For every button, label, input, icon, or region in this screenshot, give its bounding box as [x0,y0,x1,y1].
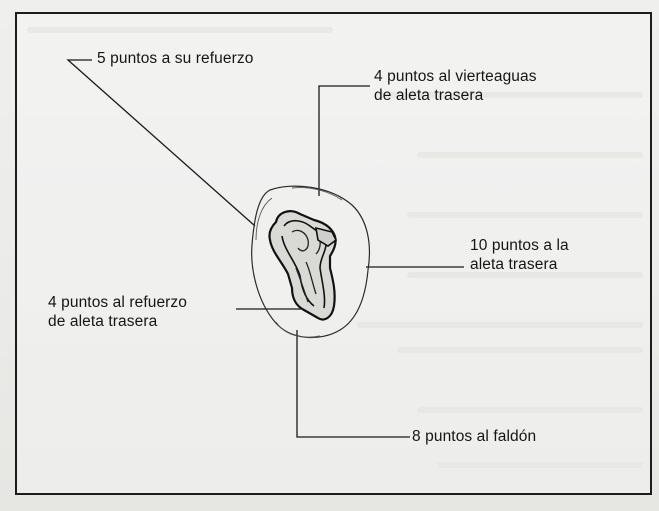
figure-frame [15,12,652,495]
part-cutout-outline [251,185,371,339]
callout-vierteaguas: 4 puntos al vierteaguas de aleta trasera [374,67,537,105]
callout-faldon-line1: 8 puntos al faldón [412,428,537,445]
callout-vierteaguas-line1: 4 puntos al vierteaguas [374,68,537,85]
callout-faldon: 8 puntos al faldón [412,427,536,446]
leader-refuerzo [66,59,256,227]
callout-vierteaguas-line2: de aleta trasera [374,87,484,104]
leader-faldon [296,330,410,438]
welded-part-tab [315,226,338,247]
callout-refuerzo-line1: 5 puntos a su refuerzo [97,50,254,67]
callout-aleta-line2: aleta trasera [470,256,558,273]
callout-refuerzo-aleta-line1: 4 puntos al refuerzo [48,294,188,311]
callout-refuerzo-aleta-line2: de aleta trasera [48,313,158,330]
callout-refuerzo: 5 puntos a su refuerzo [97,49,253,68]
leader-vierteaguas [318,85,370,196]
part-cutout-inner [255,187,343,338]
callout-aleta-line1: 10 puntos a la [470,237,569,254]
callout-refuerzo-aleta: 4 puntos al refuerzo de aleta trasera [48,293,187,331]
callout-aleta: 10 puntos a la aleta trasera [470,236,569,274]
welded-part-inner-detail [291,229,321,303]
welded-part-body [268,210,337,321]
